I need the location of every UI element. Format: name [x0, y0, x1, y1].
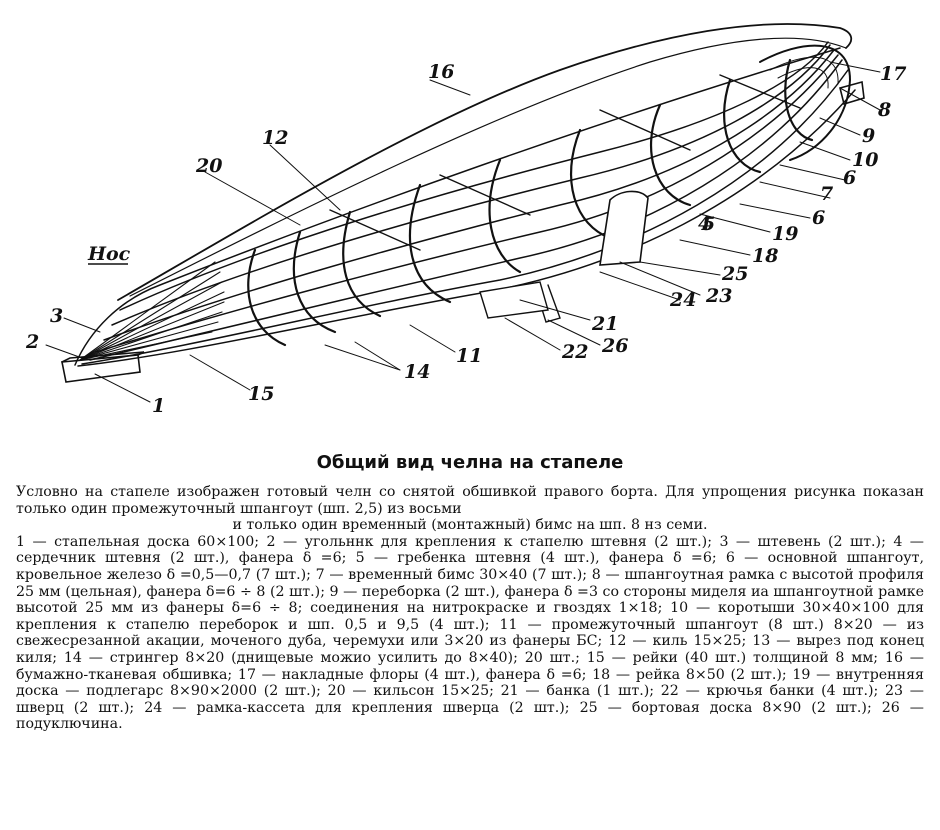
- beams: [329, 74, 801, 251]
- callout-1: 1: [152, 395, 165, 417]
- skin-cover: [117, 23, 853, 301]
- callout-5: 5: [702, 213, 715, 235]
- callout-2: 2: [25, 331, 39, 353]
- callout-8: 8: [877, 99, 891, 121]
- caption-intro-2: и только один временный (монтажный) бимс…: [232, 517, 708, 534]
- caption-legend: 1 — стапельная доска 60×100; 2 — угольнн…: [16, 533, 924, 733]
- leader-lines: [45, 61, 881, 403]
- callout-10: 10: [852, 149, 878, 171]
- callout-19: 19: [772, 223, 798, 245]
- hull-lines: [74, 41, 856, 367]
- centerboard: [599, 190, 649, 266]
- frames: [247, 58, 814, 347]
- callout-21: 21: [591, 313, 618, 335]
- callout-17: 17: [880, 63, 906, 85]
- caption-body: Условно на стапеле изображен готовый чел…: [16, 484, 924, 733]
- callout-6a: 6: [843, 167, 856, 189]
- callout-16: 16: [428, 61, 454, 83]
- boat-drawing: Нос 1 2 3 4 5 6 6 7 8 9 10 11 12 14 15 1…: [25, 23, 906, 417]
- boat-diagram: Нос 1 2 3 4 5 6 6 7 8 9 10 11 12 14 15 1…: [25, 23, 906, 417]
- caption-title: Общий вид челна на стапеле: [316, 452, 624, 473]
- callout-25: 25: [721, 263, 748, 285]
- callout-12: 12: [262, 127, 288, 149]
- callout-23: 23: [705, 285, 732, 307]
- callout-11: 11: [456, 345, 482, 367]
- building-board: [61, 80, 865, 383]
- callout-7: 7: [820, 183, 833, 205]
- callout-22: 22: [561, 341, 588, 363]
- callout-6b: 6: [812, 207, 825, 229]
- callout-14: 14: [404, 361, 430, 383]
- callout-18: 18: [752, 245, 778, 267]
- callout-26: 26: [601, 335, 628, 357]
- callout-9: 9: [862, 125, 875, 147]
- callout-4: 4: [698, 213, 711, 235]
- callout-20: 20: [195, 155, 222, 177]
- callout-24: 24: [669, 289, 696, 311]
- callout-15: 15: [248, 383, 274, 405]
- stem-slats: [79, 261, 225, 361]
- bow-label: Нос: [87, 243, 131, 265]
- callout-3: 3: [50, 305, 63, 327]
- caption-intro: Условно на стапеле изображен готовый чел…: [16, 484, 924, 517]
